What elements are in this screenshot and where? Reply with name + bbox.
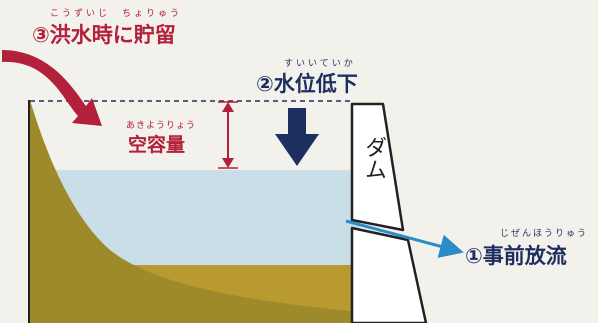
- pre-release-label: ①事前放流: [465, 244, 567, 268]
- pre-release-ruby: じぜんほうりゅう: [500, 229, 589, 239]
- pre-release-arrow: [345, 219, 464, 258]
- empty-capacity-ruby: あきようりょう: [126, 121, 197, 131]
- dam-upper-block: [350, 102, 405, 232]
- hillside: [30, 100, 362, 323]
- water-level-drop-label: ②水位低下: [256, 72, 358, 96]
- empty-capacity-arrow: [218, 101, 238, 169]
- water-level-drop-ruby: すいいていか: [284, 59, 356, 69]
- flood-storage-ruby: こうずいじ ちょりゅう: [50, 9, 183, 19]
- flood-storage-label: ③洪水時に貯留: [32, 23, 176, 47]
- dam-label: ダム: [361, 136, 386, 180]
- dam-lower-block: [350, 226, 428, 323]
- empty-capacity-label: 空容量: [128, 134, 186, 156]
- water-level-down-arrow: [275, 108, 319, 166]
- flood-inflow-arrow: [2, 50, 102, 126]
